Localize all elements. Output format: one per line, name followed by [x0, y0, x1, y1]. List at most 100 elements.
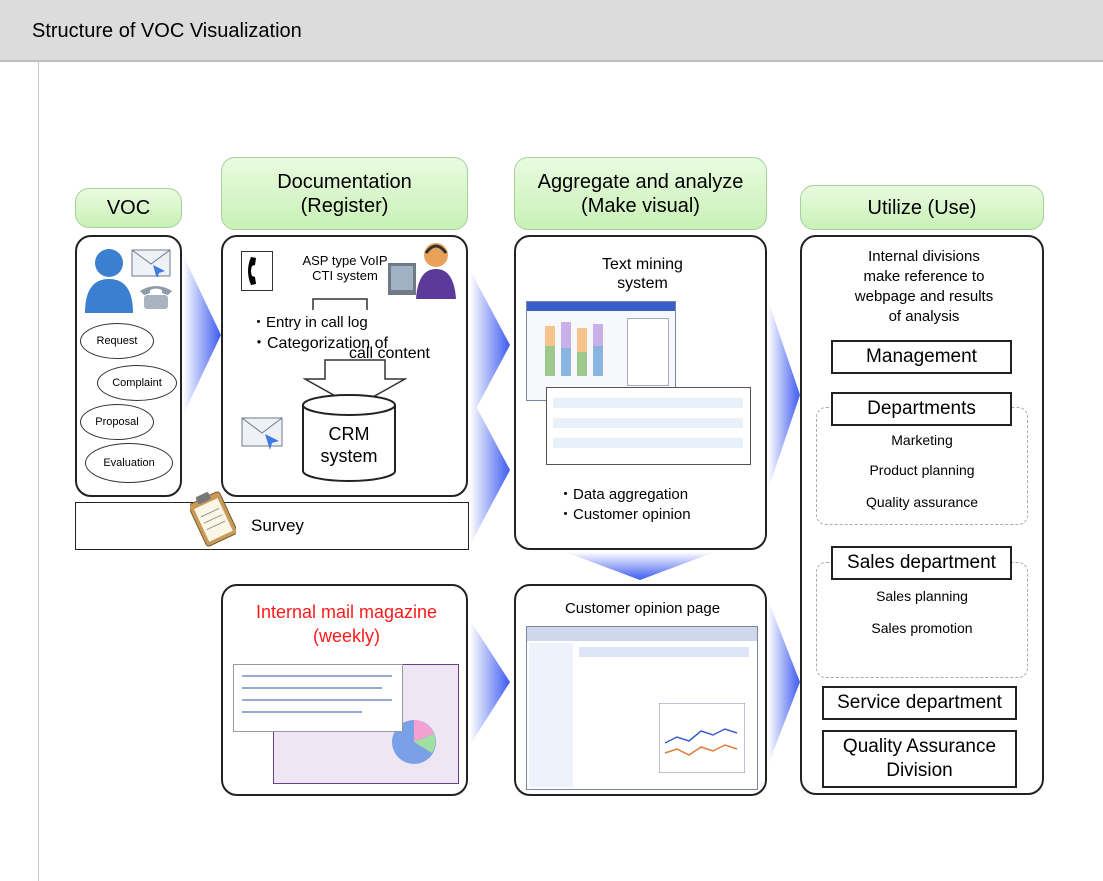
arrow-voc-to-doc — [183, 255, 221, 415]
mail-magazine-line1: Internal mail magazine — [255, 602, 438, 622]
cti-line2: CTI system — [312, 268, 378, 283]
cloud-request: Request — [80, 323, 154, 359]
sales-planning: Sales planning — [876, 588, 968, 604]
utilize-intro-line4: of analysis — [888, 308, 960, 325]
mail-pie-chart-thumbnail — [392, 720, 436, 764]
title-bar: Structure of VOC Visualization — [0, 0, 1103, 62]
email-icon — [241, 417, 283, 450]
cloud-evaluation: Evaluation — [85, 443, 173, 483]
mail-magazine-panel: Internal mail magazine (weekly) — [221, 584, 468, 796]
header-voc-label: VOC — [106, 197, 151, 219]
header-aggregate-line2: (Make visual) — [581, 194, 700, 217]
header-utilize: Utilize (Use) — [800, 185, 1044, 230]
cloud-proposal-label: Proposal — [95, 416, 139, 428]
doc-bullet2b: call content — [349, 345, 430, 362]
sidebar-thumbnail — [529, 643, 573, 787]
list-entry-2 — [553, 418, 743, 428]
page-title: Structure of VOC Visualization — [32, 20, 302, 42]
quality-assurance-division-box: Quality Assurance Division — [822, 730, 1017, 788]
sales-department-label: Sales department — [847, 552, 996, 573]
text-mining-title-line1: Text mining — [602, 256, 683, 273]
text-mining-title-line2: system — [617, 275, 668, 292]
arrow-doc-to-textmining-upper — [470, 270, 510, 420]
utilize-intro-line3: webpage and results — [854, 288, 994, 305]
customer-opinion-title: Customer opinion page — [564, 600, 721, 617]
arrow-textmining-to-opinion — [565, 552, 715, 580]
customer-opinion-panel: Customer opinion page — [514, 584, 767, 796]
text-mining-list-screenshot — [546, 387, 751, 465]
header-aggregate: Aggregate and analyze (Make visual) — [514, 157, 767, 230]
list-entry-1 — [553, 398, 743, 408]
mail-magazine-text-overlay — [233, 664, 403, 732]
service-department-box: Service department — [822, 686, 1017, 720]
survey-label: Survey — [251, 516, 304, 535]
chart-window-titlebar — [527, 302, 675, 311]
management-box: Management — [831, 340, 1012, 374]
header-utilize-label: Utilize (Use) — [867, 196, 977, 219]
content-header-thumbnail — [579, 647, 749, 657]
browser-toolbar-thumbnail — [527, 627, 757, 641]
mail-text-line-2 — [242, 687, 382, 689]
text-mining-panel: Text mining system ・Data aggregation ・Cu… — [514, 235, 767, 550]
sales-promotion: Sales promotion — [871, 620, 973, 636]
opinion-line-chart-thumbnail — [659, 703, 745, 773]
clipboard-icon — [190, 491, 236, 547]
utilize-intro-line2: make reference to — [863, 268, 985, 285]
crm-database-icon — [302, 394, 396, 482]
doc-bullet1: ・Entry in call log — [251, 314, 368, 331]
voc-panel: Request Complaint Proposal Evaluation — [75, 235, 182, 497]
text-mining-bullet2: ・Customer opinion — [558, 506, 691, 523]
phone-handset-icon — [241, 251, 273, 291]
header-documentation: Documentation (Register) — [221, 157, 468, 230]
arrow-textmining-to-utilize — [768, 300, 800, 490]
dept-quality-assurance: Quality assurance — [865, 494, 979, 510]
departments-box: Departments — [831, 392, 1012, 426]
customer-opinion-screenshot — [526, 626, 758, 790]
cloud-complaint: Complaint — [97, 365, 177, 401]
sales-department-box: Sales department — [831, 546, 1012, 580]
frame-left-edge — [38, 62, 39, 881]
utilize-intro: Internal divisions make reference to web… — [802, 247, 1046, 327]
survey-box: Survey — [75, 502, 469, 550]
arrow-doc-to-textmining-lower — [470, 395, 510, 545]
qa-division-line1: Quality Assurance — [842, 736, 997, 757]
text-mining-title: Text mining system — [516, 255, 769, 293]
telephone-icon — [140, 286, 172, 309]
mail-magazine-line2: (weekly) — [312, 626, 380, 646]
mail-magazine-title: Internal mail magazine (weekly) — [223, 600, 470, 648]
service-department-label: Service department — [837, 692, 1002, 713]
operator-icon — [388, 243, 456, 299]
header-voc: VOC — [75, 188, 182, 228]
crm-label: CRM system — [301, 423, 397, 467]
crm-line2: system — [320, 446, 378, 466]
dept-product-planning: Product planning — [869, 462, 975, 478]
header-aggregate-line1: Aggregate and analyze — [537, 170, 744, 193]
text-mining-chart-screenshot — [526, 301, 676, 401]
cloud-proposal: Proposal — [80, 404, 154, 440]
doc-bullet2: ・Categorization of — [251, 335, 388, 352]
utilize-intro-line1: Internal divisions — [868, 248, 980, 265]
bracket-connector — [312, 298, 368, 310]
cti-text: ASP type VoIP CTI system — [285, 253, 405, 283]
arrow-opinion-to-utilize — [768, 600, 800, 765]
documentation-panel: ASP type VoIP CTI system ・Entry in call … — [221, 235, 468, 497]
text-mining-bullet1: ・Data aggregation — [558, 486, 689, 503]
qa-division-line2: Division — [886, 760, 953, 781]
stacked-bar-thumbnail — [545, 322, 603, 376]
management-label: Management — [866, 346, 977, 367]
departments-label: Departments — [867, 398, 976, 419]
envelope-icon — [131, 249, 171, 277]
cloud-evaluation-label: Evaluation — [103, 457, 155, 469]
mail-text-line-3 — [242, 699, 392, 701]
down-arrow-to-crm — [303, 359, 407, 408]
crm-line1: CRM — [328, 424, 370, 444]
cti-line1: ASP type VoIP — [302, 253, 388, 268]
cloud-complaint-label: Complaint — [112, 377, 162, 389]
header-documentation-line2: (Register) — [300, 194, 389, 217]
list-entry-3 — [553, 438, 743, 448]
mail-text-line-4 — [242, 711, 362, 713]
customer-person-icon — [85, 249, 133, 313]
cloud-request-label: Request — [96, 335, 138, 347]
dept-marketing: Marketing — [891, 432, 953, 448]
header-documentation-line1: Documentation — [277, 170, 412, 193]
